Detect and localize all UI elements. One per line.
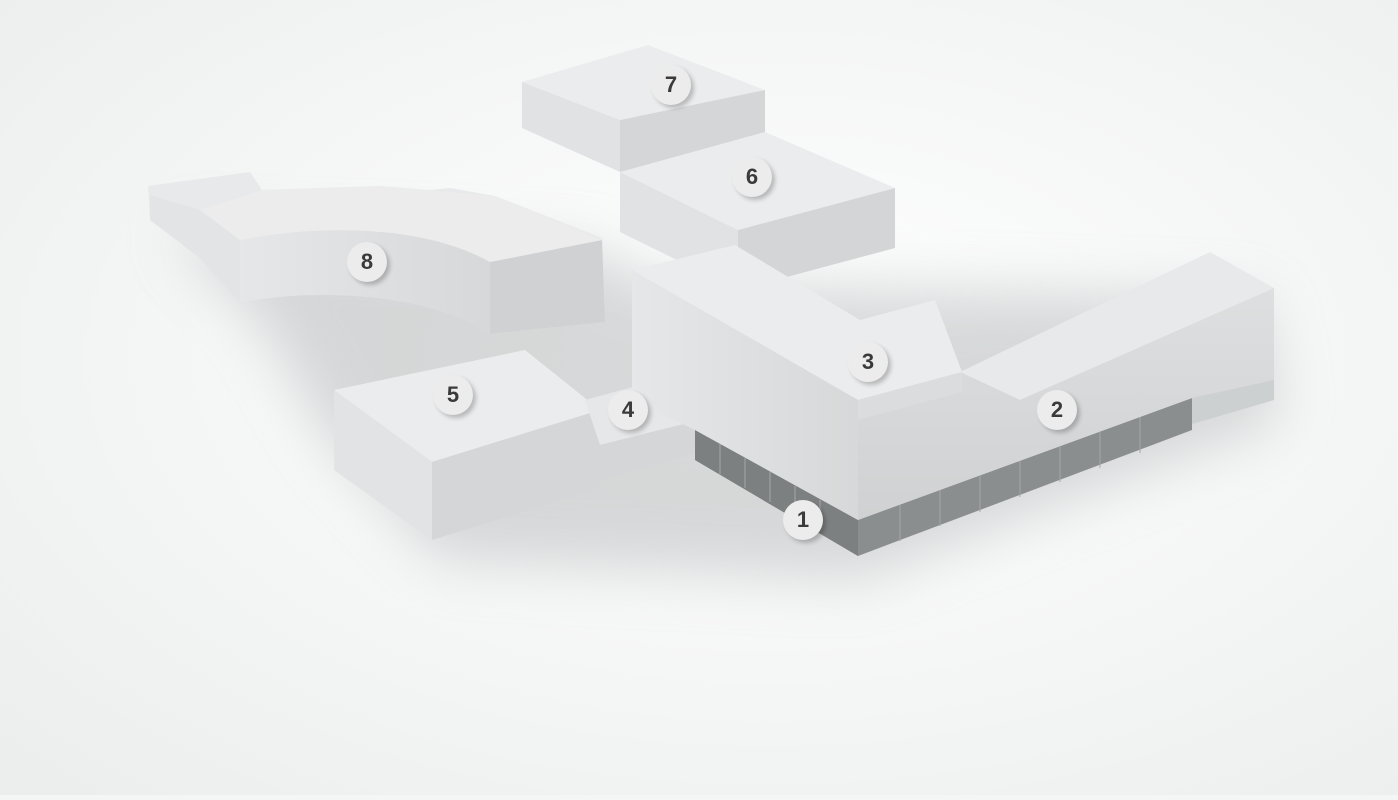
marker-5: 5: [433, 375, 473, 415]
marker-4: 4: [608, 390, 648, 430]
marker-6: 6: [732, 157, 772, 197]
marker-3: 3: [848, 342, 888, 382]
plinth-grid: [719, 417, 1141, 541]
marker-1: 1: [783, 500, 823, 540]
marker-2: 2: [1037, 390, 1077, 430]
marker-7: 7: [651, 65, 691, 105]
building-7: [522, 45, 765, 172]
marker-8: 8: [347, 242, 387, 282]
